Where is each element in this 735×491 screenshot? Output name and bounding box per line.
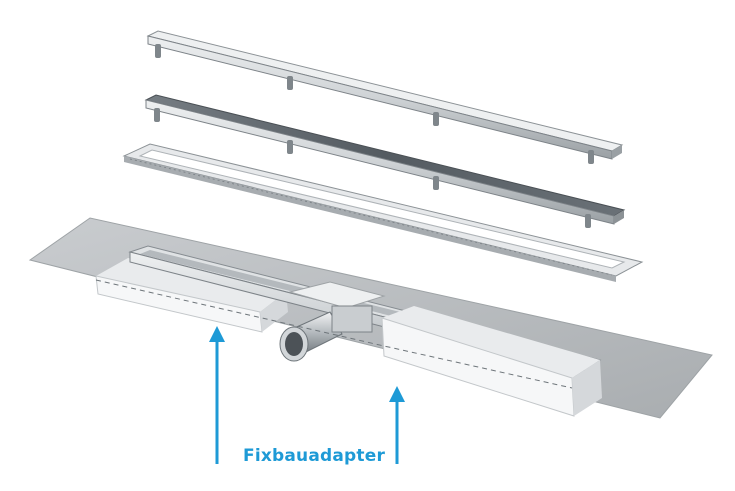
adapter-outline: [95, 279, 573, 389]
outlet-pipe: [279, 305, 373, 362]
installation-adapter-left: [95, 258, 288, 333]
steel-cover-bar: [146, 30, 624, 164]
tile-cover-bar: [144, 94, 626, 228]
arrow-right: [389, 386, 405, 464]
adapter-caption: Fixbauadapter: [243, 446, 386, 466]
arrow-left: [209, 326, 225, 464]
drain-frame: [122, 143, 644, 282]
